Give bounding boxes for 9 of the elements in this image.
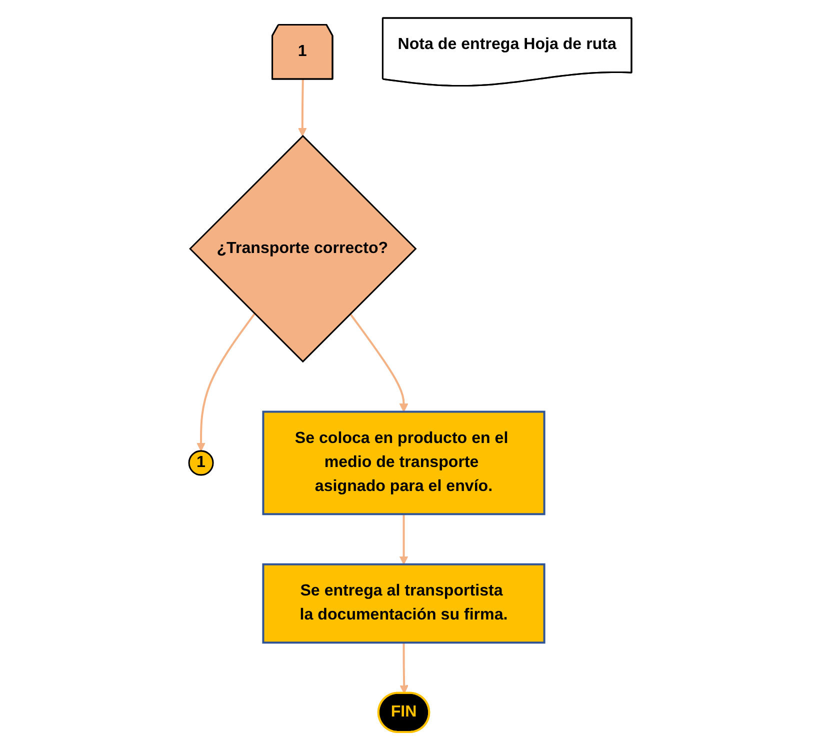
arrow	[399, 642, 408, 694]
node-diamond: ¿Transporte correcto?	[188, 134, 416, 362]
arrow	[349, 312, 408, 412]
node-circle: 1	[188, 450, 214, 476]
arrow	[399, 514, 408, 564]
arrow	[196, 312, 256, 451]
node-box: Se entrega al transportista la documentación su firma.	[262, 562, 546, 644]
node-box: Se coloca en producto en el medio de transporte asignado para el envío.	[262, 410, 546, 515]
arrow	[298, 79, 307, 136]
